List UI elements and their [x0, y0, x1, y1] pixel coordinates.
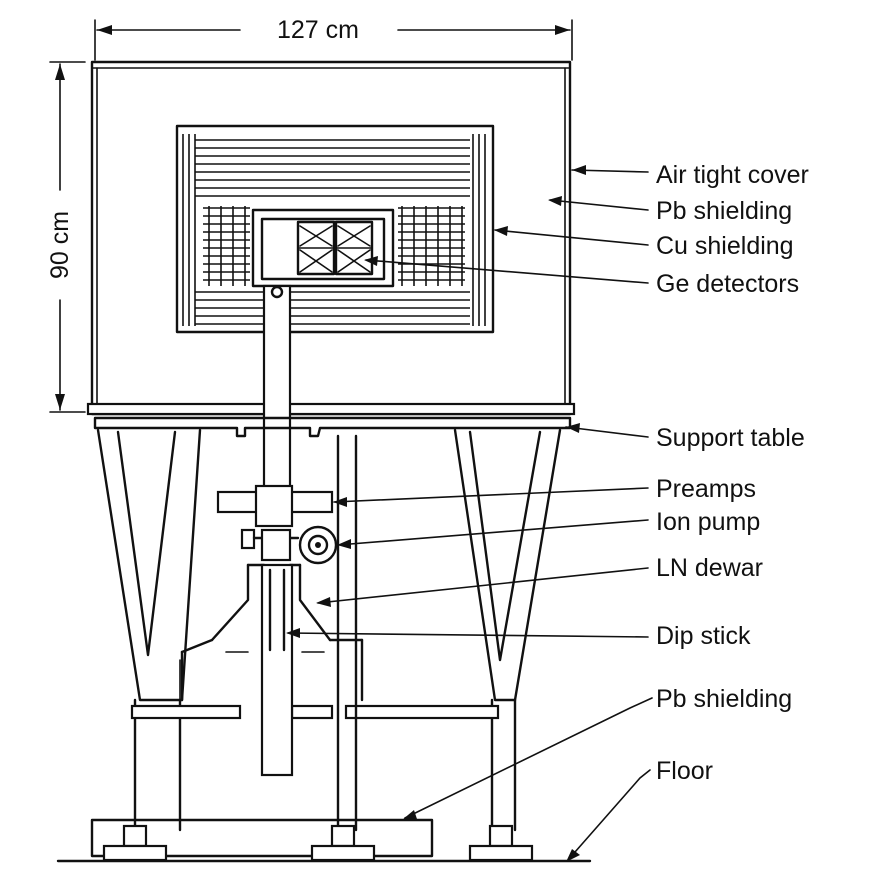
right-leg [344, 428, 562, 832]
label-dip-stick: Dip stick [656, 622, 751, 650]
label-preamps: Preamps [656, 475, 756, 503]
width-dimension: 127 cm [94, 16, 573, 61]
width-label: 127 cm [277, 16, 359, 44]
labels: Air tight cover Pb shielding Cu shieldin… [656, 161, 809, 785]
label-pb-shielding-bottom: Pb shielding [656, 685, 792, 713]
pb-shielding-plate [90, 818, 434, 858]
feet [102, 824, 534, 862]
cu-shielding [251, 208, 395, 288]
label-floor: Floor [656, 757, 713, 785]
label-ge-detectors: Ge detectors [656, 270, 799, 298]
label-ln-dewar: LN dewar [656, 554, 763, 582]
label-cu-shielding: Cu shielding [656, 232, 794, 260]
height-dimension: 90 cm [46, 61, 86, 413]
support-table [93, 416, 572, 438]
label-ion-pump: Ion pump [656, 508, 760, 536]
ln-dewar [180, 563, 364, 702]
ge-detectors [296, 220, 374, 276]
ion-pump [240, 525, 338, 565]
pb-shielding-block [175, 124, 495, 334]
label-air-tight-cover: Air tight cover [656, 161, 809, 189]
label-support-table: Support table [656, 424, 805, 452]
leader-lines [286, 165, 653, 862]
cold-finger [262, 284, 292, 498]
height-label: 90 cm [46, 211, 74, 279]
dip-stick [260, 563, 294, 777]
left-leg [96, 428, 242, 832]
preamps [216, 484, 334, 528]
label-pb-shielding-top: Pb shielding [656, 197, 792, 225]
air-tight-cover [86, 60, 576, 416]
